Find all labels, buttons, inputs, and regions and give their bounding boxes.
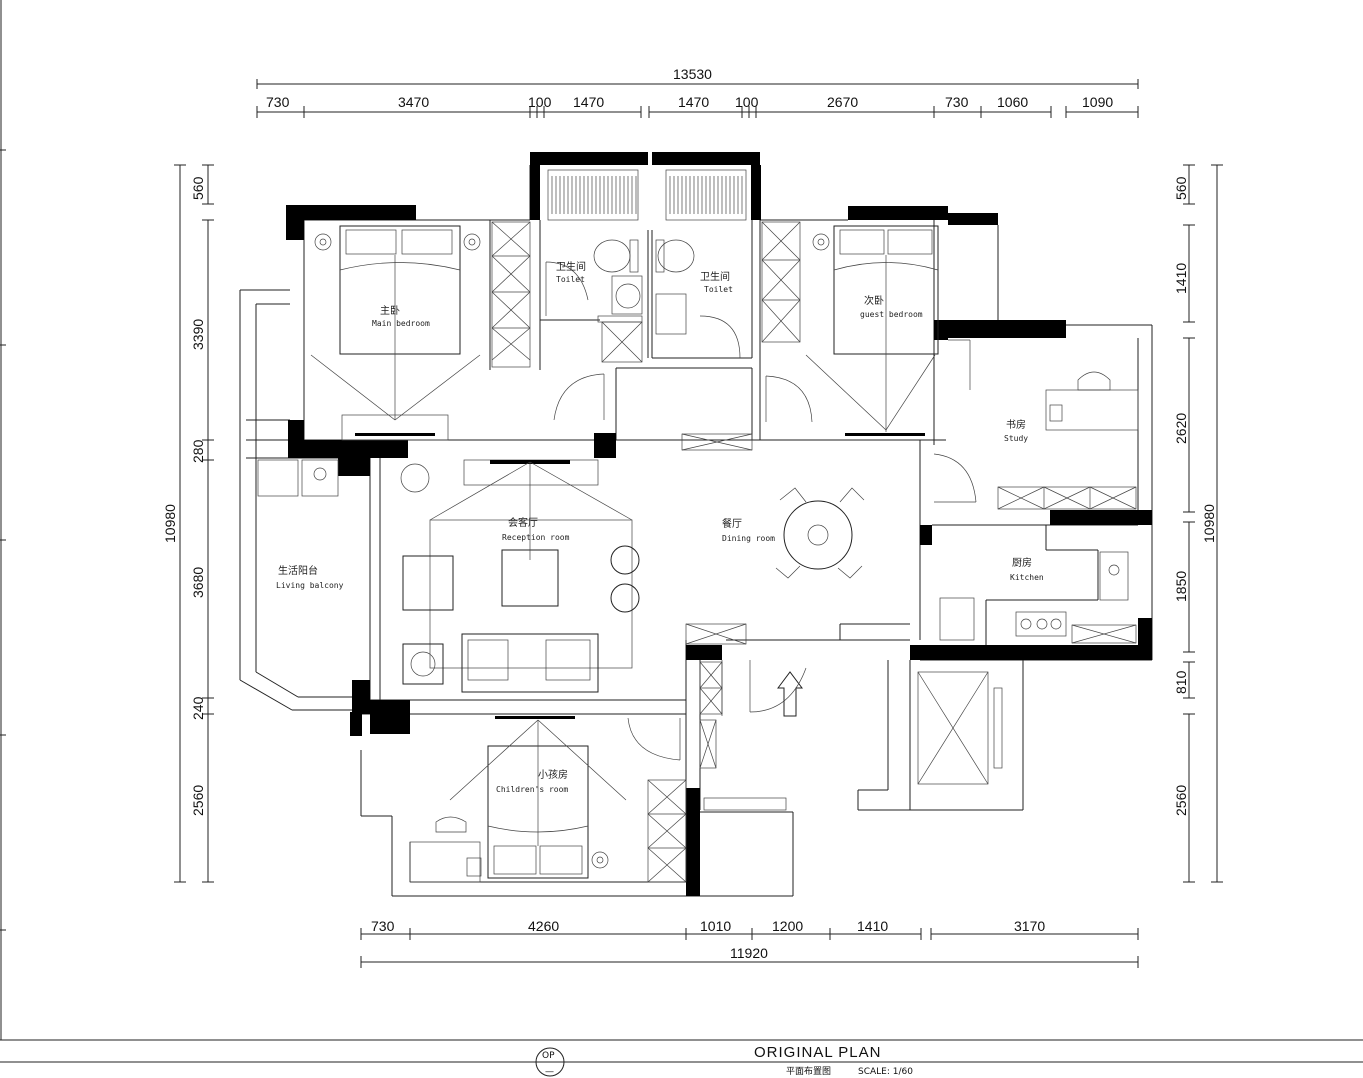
door-swings	[553, 373, 977, 761]
cabinets	[491, 221, 1137, 883]
label-children-en: Children's room	[496, 785, 568, 794]
dim-top-8: 730	[945, 94, 969, 110]
bottom-dimension-chain: 730 4260 1010 1200 1410 3170 11920	[360, 918, 1139, 968]
badge-bottom: —	[545, 1067, 554, 1077]
dim-right-2: 1410	[1173, 263, 1189, 294]
label-toilet1-en: Toilet	[556, 275, 585, 284]
dim-top-9: 1060	[997, 94, 1028, 110]
dim-top-2: 3470	[398, 94, 429, 110]
label-dining-cn: 餐厅	[722, 517, 742, 530]
dim-left-total: 10980	[162, 504, 178, 543]
dim-right-3: 2620	[1173, 413, 1189, 444]
label-master-cn: 主卧	[380, 304, 400, 317]
dim-left-5: 240	[190, 696, 206, 720]
label-master-en: Main bedroom	[372, 319, 430, 328]
dim-top-1: 730	[266, 94, 290, 110]
living-balcony-fixtures	[257, 459, 339, 497]
guest-bed	[805, 225, 939, 436]
dim-bottom-4: 1200	[772, 918, 803, 934]
label-kitchen-cn: 厨房	[1012, 556, 1032, 569]
badge-top: OP	[542, 1051, 555, 1061]
balcony-slats	[547, 169, 747, 221]
label-study-cn: 书房	[1006, 418, 1026, 431]
entrance-arrow	[777, 671, 803, 717]
walls	[239, 152, 1153, 897]
dim-bottom-5: 1410	[857, 918, 888, 934]
dim-top-4: 1470	[573, 94, 604, 110]
master-bed	[310, 225, 481, 441]
label-toilet1-cn: 卫生间	[556, 260, 586, 273]
plan-title: ORIGINAL PLAN	[754, 1044, 881, 1061]
study-furniture	[948, 339, 1139, 431]
left-dimension-chain: 10980 560 3390 280 3680 240 2560	[0, 149, 214, 931]
label-children-cn: 小孩房	[538, 768, 568, 781]
dim-right-4: 1850	[1173, 571, 1189, 602]
dim-bottom-total: 11920	[730, 945, 768, 961]
dim-right-1: 560	[1173, 176, 1189, 200]
label-living-balcony-en: Living balcony	[276, 581, 344, 590]
dim-left-2: 3390	[190, 319, 206, 350]
kitchen-fixtures	[939, 551, 1129, 641]
label-guest-cn: 次卧	[864, 294, 884, 307]
dim-left-1: 560	[190, 176, 206, 200]
label-living-balcony-cn: 生活阳台	[278, 564, 318, 577]
title-block: OP — ORIGINAL PLAN 平面布置图 SCALE: 1/60	[535, 1044, 913, 1077]
label-toilet2-cn: 卫生间	[700, 270, 730, 283]
dim-right-5: 810	[1173, 670, 1189, 694]
dim-bottom-2: 4260	[528, 918, 559, 934]
label-toilet2-en: Toilet	[704, 285, 733, 294]
label-kitchen-en: Kitchen	[1010, 573, 1044, 582]
dim-top-3: 100	[528, 94, 552, 110]
dim-right-total: 10980	[1201, 504, 1217, 543]
dim-right-6: 2560	[1173, 785, 1189, 816]
dim-bottom-3: 1010	[700, 918, 731, 934]
dim-bottom-1: 730	[371, 918, 395, 934]
dim-left-6: 2560	[190, 785, 206, 816]
label-reception-en: Reception room	[502, 533, 570, 542]
label-study-en: Study	[1004, 434, 1028, 443]
dim-top-total: 13530	[673, 66, 712, 82]
plan-scale: SCALE: 1/60	[858, 1067, 913, 1077]
dim-left-4: 3680	[190, 567, 206, 598]
dim-top-10: 1090	[1082, 94, 1113, 110]
dim-top-6: 100	[735, 94, 759, 110]
plan-subtitle: 平面布置图	[786, 1065, 831, 1077]
dim-top-5: 1470	[678, 94, 709, 110]
label-reception-cn: 会客厅	[508, 516, 538, 529]
top-dimension-chain: 13530 730 3470 100 1470 1470 100 2670 73…	[256, 66, 1139, 118]
dining-table	[775, 487, 865, 579]
dim-bottom-6: 3170	[1014, 918, 1045, 934]
bathroom-fixtures	[545, 239, 741, 359]
reception-furniture	[400, 459, 640, 693]
label-dining-en: Dining room	[722, 534, 775, 543]
children-bed	[409, 716, 627, 883]
label-guest-en: guest bedroom	[860, 310, 923, 319]
room-labels: 主卧 Main bedroom 卫生间 Toilet 卫生间 Toilet 次卧…	[276, 260, 1044, 794]
dim-top-7: 2670	[827, 94, 858, 110]
right-dimension-chain: 560 1410 2620 1850 810 2560 10980	[1173, 164, 1223, 883]
dim-left-3: 280	[190, 439, 206, 463]
